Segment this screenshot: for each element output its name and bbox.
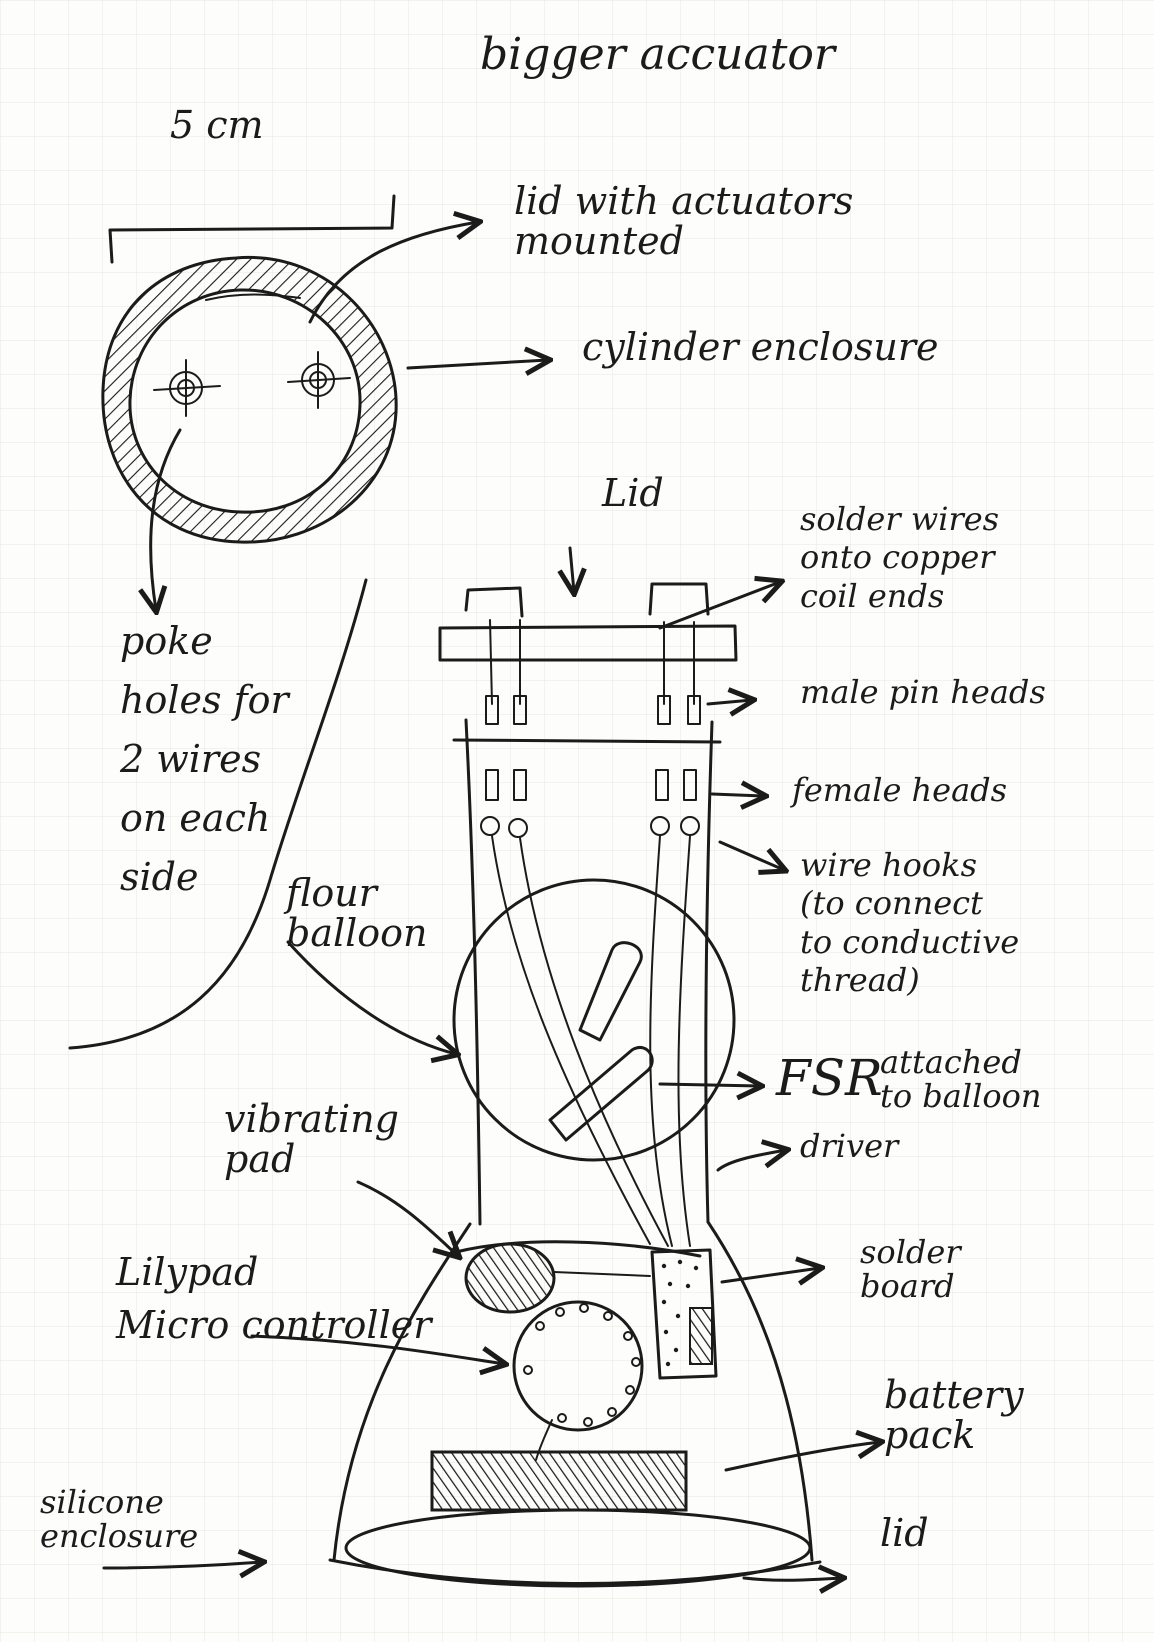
label-poke-holes: poke holes for 2 wires on each side [120,619,289,899]
driver-chip [689,1307,713,1365]
cylinder-left-wall [464,718,482,1226]
label-solder-wires: solder wires onto copper coil ends [800,500,1000,615]
hook-2 [508,818,528,838]
lid-left-knob [464,586,524,618]
cylinder-right-wall [704,720,714,1224]
flour-balloon [452,878,736,1162]
lid-bar [438,624,738,662]
arrow-hooks [718,840,784,870]
diagram-title: bigger accuator [480,29,835,80]
lid-wires [489,619,695,705]
bottom-lid-ellipse [344,1508,812,1588]
lid-edge-stroke [205,293,301,301]
pad-to-board-wire [553,1271,651,1277]
actuator-left-icon [153,359,221,417]
arrow-female [710,794,764,796]
arrow-male-pin [706,700,752,704]
arrow-balloon [286,940,456,1054]
arrow-lilypad [250,1334,504,1364]
solder-board [650,1248,718,1380]
label-fsr: FSR [776,1049,883,1107]
lilypad-board [512,1300,644,1432]
arrow-cylinder [406,360,548,368]
arrow-board [720,1268,820,1282]
label-vibrating-pad: vibrating pad [224,1097,399,1181]
vibrating-pad [464,1242,556,1314]
label-lid-bottom: lid [880,1511,929,1555]
solder-board-dots [661,1259,699,1367]
lid-circle [128,288,362,514]
arrow-driver [716,1150,786,1172]
label-flour-balloon: flour balloon [286,871,428,955]
cylinder-top-rim [452,738,722,744]
battery-pack [430,1450,688,1512]
label-solder-board: solder board [860,1233,961,1305]
label-lid-actuators: lid with actuators mounted [514,179,854,263]
label-male-pin: male pin heads [800,673,1046,711]
fsr-top [578,941,643,1042]
label-dimension: 5 cm [170,103,264,147]
base-line [328,1558,822,1586]
label-cylinder-enclosure: cylinder enclosure [582,325,939,369]
arrow-silicone [102,1562,262,1568]
arrow-pad [356,1180,458,1256]
label-battery: battery pack [884,1373,1024,1457]
label-lid-top: Lid [602,471,664,515]
arrow-fsr [658,1084,760,1086]
dimension-bracket [108,194,396,264]
arrow-lid-bottom [742,1578,842,1580]
label-female-heads: female heads [792,771,1008,809]
connecting-wires [491,835,691,1247]
side-view [102,546,880,1588]
silicone-right [706,1220,814,1562]
arrow-solder [658,582,780,630]
top-view [101,194,548,610]
label-lilypad: Lilypad Micro controller [116,1250,432,1348]
actuator-right-icon [287,351,351,409]
female-heads [485,769,697,801]
arrow-lid-top [570,546,574,592]
label-silicone: silicone enclosure [40,1483,199,1555]
arrow-poke [151,428,182,610]
label-wire-hooks: wire hooks (to connect to conductive thr… [800,846,1020,1000]
arrow-lid [308,222,478,324]
lid-right-knob [648,582,710,616]
hook-1 [480,816,500,836]
label-driver: driver [800,1127,899,1165]
lilypad-pins [523,1303,641,1427]
male-pins [485,695,701,725]
label-fsr-attached: attached to balloon [880,1043,1042,1115]
divider-curve [68,578,368,1050]
arrow-battery [724,1442,880,1472]
